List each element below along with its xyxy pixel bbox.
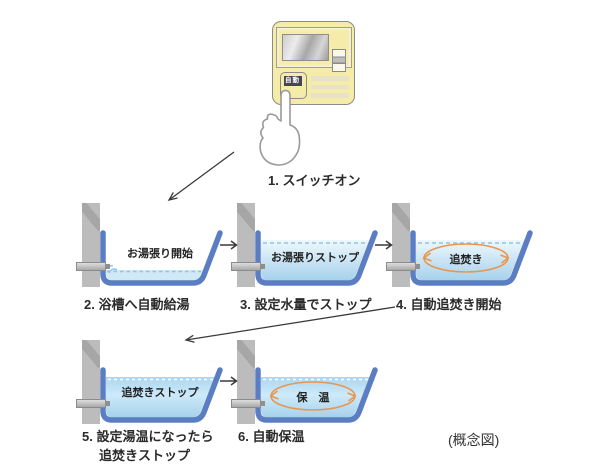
circulation-arrows-icon [269, 381, 357, 411]
faucet-icon [76, 262, 110, 271]
step5-label-line2: 追焚きストップ [99, 448, 191, 463]
step4-label: 4. 自動追焚き開始 [396, 297, 502, 312]
auto-button-label: 自動 [283, 75, 302, 86]
remote-control-panel: 自動 [272, 21, 355, 105]
panel-line [311, 76, 349, 81]
faucet-icon [231, 399, 265, 408]
hand-pointer-icon [259, 89, 301, 166]
bathtub-full-icon [255, 230, 378, 286]
display-screen [282, 34, 329, 61]
faucet-icon [76, 399, 110, 408]
flow-arrow-right-icon [220, 240, 238, 250]
tub-outline [255, 230, 378, 286]
water-low [106, 270, 203, 281]
step3-tub-text: お湯張りストップ [271, 252, 359, 264]
panel-display [277, 28, 351, 67]
tub-outline [410, 230, 533, 286]
step1-label: 1. スイッチオン [268, 173, 361, 188]
faucet-tip [105, 401, 110, 406]
panel-line [311, 84, 349, 89]
slider-switch-icon [332, 49, 346, 72]
tub-outline [100, 367, 223, 423]
step4-tub-text: 追焚き [449, 254, 483, 266]
flow-arrow-right-icon [375, 240, 393, 250]
flow-arrow-down-left-icon [167, 151, 235, 201]
diagram-caption: (概念図) [448, 432, 500, 448]
bathtub-full-icon [100, 367, 223, 423]
step3-label: 3. 設定水量でストップ [240, 297, 372, 312]
step5-label-line1: 5. 設定湯温になったら [82, 429, 214, 444]
tub-outline [100, 230, 223, 286]
faucet-tip [260, 401, 265, 406]
circulation-arrows-icon [422, 243, 510, 273]
step2-label: 2. 浴槽へ自動給湯 [84, 297, 190, 312]
faucet-icon [386, 262, 420, 271]
water [261, 240, 370, 281]
flow-arrow-right-icon [220, 376, 238, 386]
step6-label: 6. 自動保温 [238, 429, 305, 444]
water [106, 377, 215, 418]
step5-tub-text: 追焚きストップ [121, 387, 199, 399]
panel-line [311, 93, 349, 98]
step6-tub-text: 保 温 [296, 392, 330, 404]
faucet-tip [260, 264, 265, 269]
tub-outline [255, 367, 378, 423]
step5-label: 5. 設定湯温になったら 追焚きストップ [82, 426, 213, 464]
flow-arrow-down-left-icon [184, 306, 396, 343]
faucet-tip [415, 264, 420, 269]
step2-tub-text: お湯張り開始 [127, 248, 193, 260]
auto-button: 自動 [280, 72, 307, 99]
faucet-tip [105, 264, 110, 269]
faucet-icon [231, 262, 265, 271]
